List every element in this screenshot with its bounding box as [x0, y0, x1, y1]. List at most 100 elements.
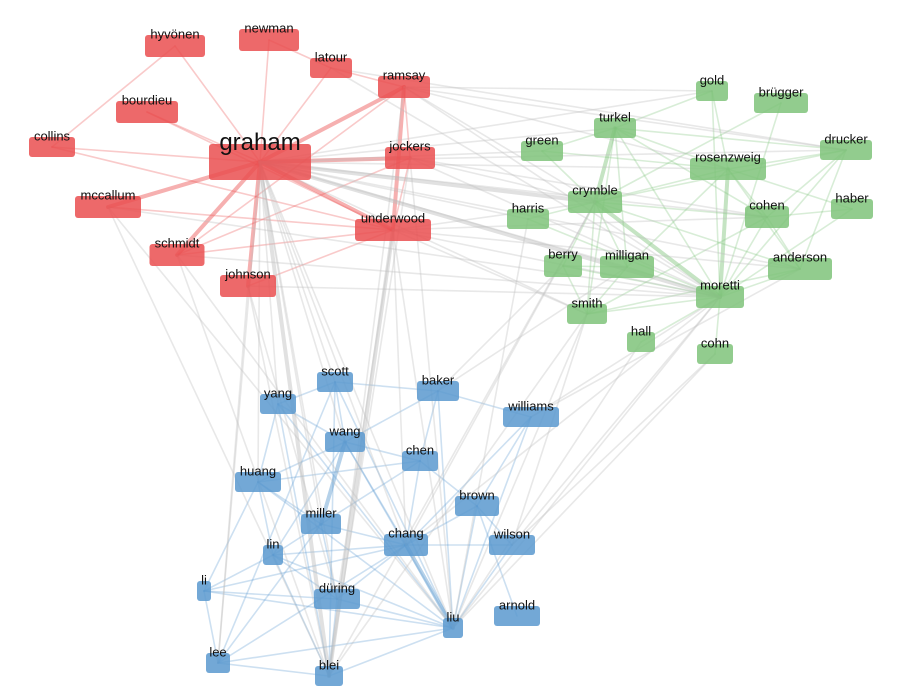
node-drucker[interactable]: drucker: [820, 131, 872, 160]
edge-crymble-blei: [328, 201, 596, 677]
node-label: latour: [315, 49, 348, 64]
node-box[interactable]: [696, 81, 728, 101]
node-latour[interactable]: latour: [310, 49, 352, 78]
node-box[interactable]: [600, 256, 654, 278]
node-ramsay[interactable]: ramsay: [378, 67, 430, 98]
node-brown[interactable]: brown: [455, 487, 499, 516]
node-cohn[interactable]: cohn: [697, 335, 733, 364]
node-label: yang: [264, 385, 292, 400]
node-green[interactable]: green: [521, 132, 563, 161]
node-box[interactable]: [494, 606, 540, 626]
node-box[interactable]: [378, 76, 430, 98]
node-johnson[interactable]: johnson: [220, 266, 276, 297]
node-graham[interactable]: graham: [209, 129, 311, 180]
node-box[interactable]: [544, 255, 582, 277]
node-lee[interactable]: lee: [206, 644, 230, 673]
node-box[interactable]: [384, 534, 428, 556]
node-scott[interactable]: scott: [317, 363, 353, 392]
node-blei[interactable]: blei: [315, 657, 343, 686]
node-arnold[interactable]: arnold: [494, 597, 540, 626]
node-smith[interactable]: smith: [567, 295, 607, 324]
node-crymble[interactable]: crymble: [568, 182, 622, 213]
node-box[interactable]: [489, 535, 535, 555]
node-box[interactable]: [145, 35, 205, 57]
node-box[interactable]: [355, 219, 431, 241]
node-box[interactable]: [567, 304, 607, 324]
node-box[interactable]: [831, 199, 873, 219]
node-box[interactable]: [317, 372, 353, 392]
node-box[interactable]: [594, 118, 636, 138]
node-cohen[interactable]: cohen: [745, 197, 789, 228]
node-box[interactable]: [521, 141, 563, 161]
node-hall[interactable]: hall: [627, 323, 655, 352]
node-box[interactable]: [754, 93, 808, 113]
node-collins[interactable]: collins: [29, 128, 75, 157]
node-harris[interactable]: harris: [507, 200, 549, 229]
node-hyvonen[interactable]: hyvönen: [145, 26, 205, 57]
nodes-layer: graham hyvönen newman latour ramsay bourdieu c…: [29, 20, 873, 686]
node-box[interactable]: [507, 209, 549, 229]
node-box[interactable]: [314, 589, 360, 609]
node-box[interactable]: [768, 258, 832, 280]
node-box[interactable]: [263, 545, 283, 565]
node-huang[interactable]: huang: [235, 463, 281, 492]
node-box[interactable]: [149, 244, 205, 266]
node-wilson[interactable]: wilson: [489, 526, 535, 555]
node-berry[interactable]: berry: [544, 246, 582, 277]
node-box[interactable]: [690, 158, 766, 180]
node-box[interactable]: [260, 394, 296, 414]
node-gold[interactable]: gold: [696, 72, 728, 101]
node-box[interactable]: [820, 140, 872, 160]
node-box[interactable]: [503, 407, 559, 427]
node-box[interactable]: [239, 29, 299, 51]
node-during[interactable]: düring: [314, 580, 360, 609]
node-box[interactable]: [385, 147, 435, 169]
node-liu[interactable]: liu: [443, 609, 463, 638]
node-box[interactable]: [301, 514, 341, 534]
node-box[interactable]: [197, 581, 211, 601]
node-box[interactable]: [627, 332, 655, 352]
node-anderson[interactable]: anderson: [768, 249, 832, 280]
node-box[interactable]: [402, 451, 438, 471]
node-box[interactable]: [455, 496, 499, 516]
node-box[interactable]: [235, 472, 281, 492]
node-turkel[interactable]: turkel: [594, 109, 636, 138]
node-box[interactable]: [443, 618, 463, 638]
edge-chen-miller: [320, 460, 421, 525]
node-jockers[interactable]: jockers: [385, 138, 435, 169]
node-box[interactable]: [697, 344, 733, 364]
node-box[interactable]: [745, 206, 789, 228]
node-chen[interactable]: chen: [402, 442, 438, 471]
node-mccallum[interactable]: mccallum: [75, 187, 141, 218]
node-box[interactable]: [568, 191, 622, 213]
node-miller[interactable]: miller: [301, 505, 341, 534]
node-box[interactable]: [310, 58, 352, 78]
node-rosenzweig[interactable]: rosenzweig: [690, 149, 766, 180]
node-yang[interactable]: yang: [260, 385, 296, 414]
node-moretti[interactable]: moretti: [696, 277, 744, 308]
node-milligan[interactable]: milligan: [600, 247, 654, 278]
node-box[interactable]: [220, 275, 276, 297]
node-wang[interactable]: wang: [325, 423, 365, 452]
node-box[interactable]: [29, 137, 75, 157]
edge-chen-huang: [257, 460, 421, 483]
node-haber[interactable]: haber: [831, 190, 873, 219]
node-box[interactable]: [417, 381, 459, 401]
node-box[interactable]: [209, 144, 311, 180]
node-baker[interactable]: baker: [417, 372, 459, 401]
node-li[interactable]: li: [197, 572, 211, 601]
node-box[interactable]: [206, 653, 230, 673]
node-box[interactable]: [315, 666, 343, 686]
node-box[interactable]: [75, 196, 141, 218]
node-newman[interactable]: newman: [239, 20, 299, 51]
node-box[interactable]: [696, 286, 744, 308]
node-schmidt[interactable]: schmidt: [149, 235, 205, 266]
node-lin[interactable]: lin: [263, 536, 283, 565]
node-box[interactable]: [116, 101, 178, 123]
node-box[interactable]: [325, 432, 365, 452]
node-underwood[interactable]: underwood: [355, 210, 431, 241]
node-brugger[interactable]: brügger: [754, 84, 808, 113]
node-chang[interactable]: chang: [384, 525, 428, 556]
node-bourdieu[interactable]: bourdieu: [116, 92, 178, 123]
node-williams[interactable]: williams: [503, 398, 559, 427]
